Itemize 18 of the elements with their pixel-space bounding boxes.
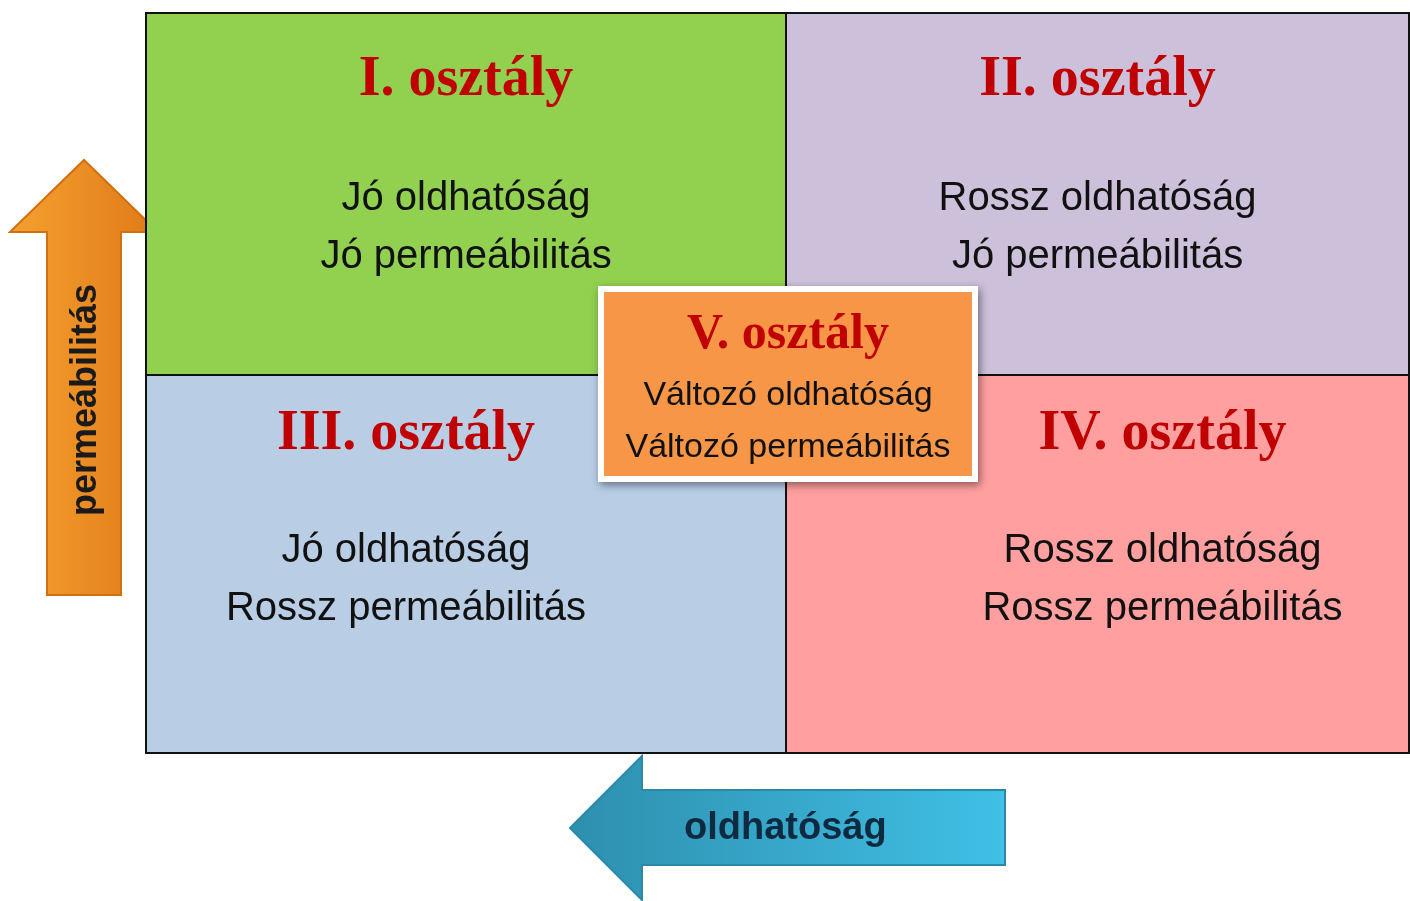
property-text: Jó permeábilitás bbox=[951, 232, 1244, 276]
class-title: III. osztály bbox=[276, 399, 536, 461]
property-text: Rossz oldhatóság bbox=[1003, 526, 1322, 570]
class-title: II. osztály bbox=[979, 45, 1216, 107]
axis-label: oldhatóság bbox=[684, 805, 887, 848]
class-title: V. osztály bbox=[687, 303, 889, 359]
property-text: Változó permeábilitás bbox=[625, 426, 951, 464]
property-text: Jó permeábilitás bbox=[320, 232, 612, 276]
property-text: Jó oldhatóság bbox=[281, 526, 531, 570]
property-text: Rossz oldhatóság bbox=[938, 174, 1257, 218]
class-title: I. osztály bbox=[358, 45, 574, 107]
property-text: Jó oldhatóság bbox=[341, 174, 591, 218]
property-text: Változó oldhatóság bbox=[643, 374, 933, 412]
class-title: IV. osztály bbox=[1038, 399, 1287, 461]
property-text: Rossz permeábilitás bbox=[982, 584, 1343, 628]
property-text: Rossz permeábilitás bbox=[225, 584, 587, 628]
axis-label: permeábilitás bbox=[63, 283, 105, 517]
class-box bbox=[598, 286, 978, 482]
